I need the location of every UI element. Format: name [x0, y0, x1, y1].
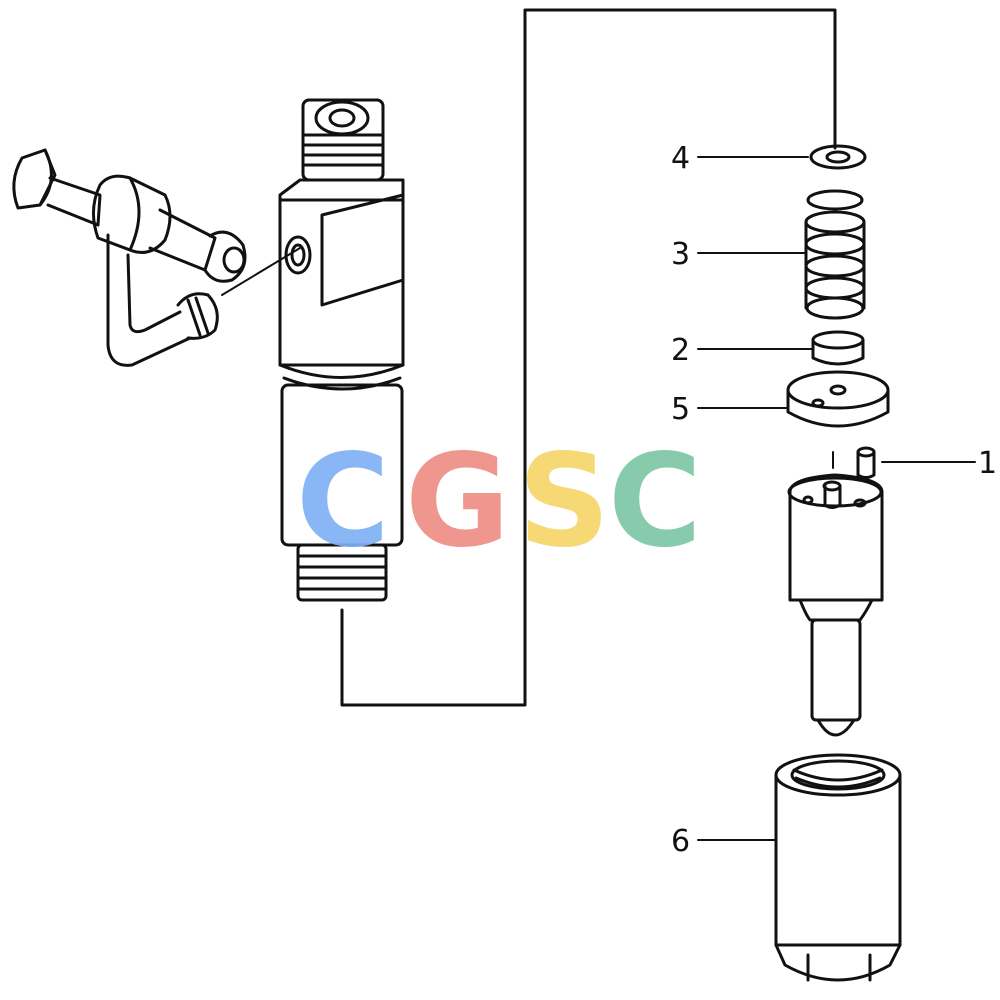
part-1-locating-pin: [856, 446, 876, 479]
watermark-letter-c2: C: [608, 427, 702, 576]
watermark-letter-c1: C: [296, 427, 390, 576]
assembly-bracket-line: [340, 8, 837, 707]
part-5-intermediate-disc: [786, 370, 890, 428]
watermark-letter-s: S: [518, 427, 610, 576]
injector-holder-body: [278, 98, 405, 602]
callout-6: 6: [671, 824, 690, 859]
part-4-shim-washer: [809, 144, 867, 170]
leak-off-hose-fitting: [12, 148, 301, 367]
callout-3: 3: [671, 237, 690, 272]
callout-2: 2: [671, 333, 690, 368]
callout-4: 4: [671, 141, 690, 176]
cgsc-watermark-logo: C G S C: [296, 427, 702, 576]
watermark-letter-g: G: [405, 427, 510, 576]
callout-1: 1: [978, 446, 997, 481]
part-6-nozzle-retaining-nut: [774, 753, 902, 982]
part-3-pressure-spring: [804, 189, 866, 320]
injector-nozzle: [787, 473, 884, 737]
part-2-spring-seat: [811, 330, 865, 366]
callout-5: 5: [671, 392, 690, 427]
